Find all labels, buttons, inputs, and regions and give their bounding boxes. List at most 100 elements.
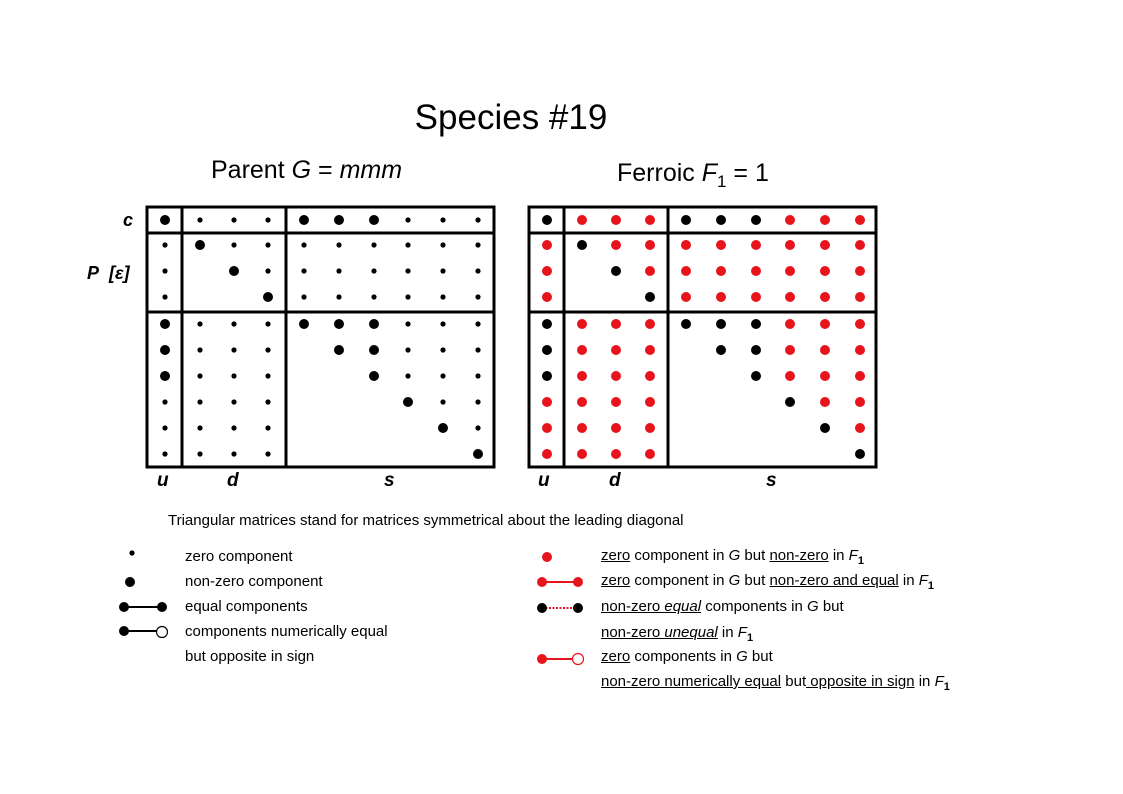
ferroic-component-dot bbox=[751, 215, 761, 225]
parent-component-dot bbox=[301, 268, 307, 274]
parent-component-dot bbox=[369, 215, 379, 225]
ferroic-component-dot bbox=[611, 371, 621, 381]
parent-component-dot bbox=[231, 242, 237, 248]
parent-component-dot bbox=[231, 321, 237, 327]
ferroic-component-dot bbox=[716, 292, 726, 302]
legend-zero-text: zero component bbox=[185, 548, 293, 565]
ferroic-component-dot bbox=[645, 266, 655, 276]
parent-component-dot bbox=[162, 425, 168, 431]
ferroic-matrix bbox=[527, 205, 878, 469]
legend-red-opposite-text-1: zero components in G but bbox=[601, 648, 773, 665]
parent-component-dot bbox=[475, 217, 481, 223]
legend-red-equal-text: zero component in G but non-zero and equ… bbox=[601, 572, 935, 592]
parent-component-dot bbox=[265, 242, 271, 248]
parent-component-dot bbox=[475, 425, 481, 431]
ferroic-component-dot bbox=[855, 423, 865, 433]
parent-component-dot bbox=[265, 268, 271, 274]
ferroic-component-dot bbox=[855, 215, 865, 225]
parent-component-dot bbox=[440, 399, 446, 405]
ferroic-component-dot bbox=[716, 319, 726, 329]
ferroic-eq: = 1 bbox=[726, 159, 769, 187]
parent-component-dot bbox=[197, 425, 203, 431]
parent-component-dot bbox=[369, 319, 379, 329]
parent-prefix: Parent bbox=[211, 156, 292, 184]
parent-component-dot bbox=[475, 268, 481, 274]
parent-component-dot bbox=[334, 319, 344, 329]
parent-component-dot bbox=[371, 268, 377, 274]
col-label-u-parent: u bbox=[157, 470, 169, 491]
row-label-eps: [ε] bbox=[109, 263, 130, 283]
parent-component-dot bbox=[231, 347, 237, 353]
legend-equal-text: equal components bbox=[185, 598, 308, 615]
ferroic-component-dot bbox=[820, 423, 830, 433]
ferroic-component-dot bbox=[855, 240, 865, 250]
ferroic-component-dot bbox=[611, 449, 621, 459]
col-label-s-parent: s bbox=[384, 470, 395, 491]
parent-component-dot bbox=[231, 217, 237, 223]
parent-component-dot bbox=[440, 321, 446, 327]
ferroic-component-dot bbox=[820, 371, 830, 381]
parent-component-dot bbox=[231, 373, 237, 379]
row-label-p-symbol: P bbox=[87, 263, 100, 283]
parent-component-dot bbox=[160, 345, 170, 355]
ferroic-component-dot bbox=[645, 423, 655, 433]
ferroic-component-dot bbox=[855, 292, 865, 302]
ferroic-component-dot bbox=[855, 371, 865, 381]
ferroic-component-dot bbox=[577, 449, 587, 459]
parent-component-dot bbox=[197, 321, 203, 327]
parent-component-dot bbox=[440, 268, 446, 274]
ferroic-component-dot bbox=[751, 345, 761, 355]
parent-component-dot bbox=[160, 319, 170, 329]
parent-component-dot bbox=[231, 451, 237, 457]
parent-matrix bbox=[145, 205, 496, 469]
ferroic-component-dot bbox=[785, 319, 795, 329]
parent-component-dot bbox=[405, 217, 411, 223]
row-label-p: P [ε] bbox=[87, 263, 130, 284]
parent-component-dot bbox=[440, 242, 446, 248]
legend-equal-link-icon bbox=[119, 602, 167, 612]
parent-component-dot bbox=[405, 347, 411, 353]
parent-component-dot bbox=[336, 242, 342, 248]
ferroic-component-dot bbox=[577, 319, 587, 329]
ferroic-component-dot bbox=[681, 292, 691, 302]
legend-red-unequal-link-icon bbox=[537, 603, 583, 613]
legend-large-dot-icon bbox=[125, 577, 135, 587]
parent-component-dot bbox=[336, 294, 342, 300]
ferroic-matrix-frame bbox=[527, 205, 878, 469]
ferroic-component-dot bbox=[611, 345, 621, 355]
parent-component-dot bbox=[301, 242, 307, 248]
parent-component-dot bbox=[265, 347, 271, 353]
ferroic-component-dot bbox=[645, 449, 655, 459]
parent-component-dot bbox=[265, 451, 271, 457]
ferroic-component-dot bbox=[855, 319, 865, 329]
ferroic-component-dot bbox=[681, 266, 691, 276]
ferroic-prefix: Ferroic bbox=[617, 159, 702, 187]
ferroic-component-dot bbox=[577, 423, 587, 433]
ferroic-component-dot bbox=[820, 266, 830, 276]
ferroic-component-dot bbox=[645, 292, 655, 302]
parent-component-dot bbox=[160, 371, 170, 381]
ferroic-component-dot bbox=[751, 266, 761, 276]
parent-component-dot bbox=[438, 423, 448, 433]
ferroic-component-dot bbox=[751, 319, 761, 329]
legend-small-dot-icon bbox=[129, 550, 135, 556]
parent-component-dot bbox=[231, 399, 237, 405]
ferroic-group-title: Ferroic F1 = 1 bbox=[617, 159, 769, 192]
ferroic-component-dot bbox=[645, 371, 655, 381]
parent-component-dot bbox=[197, 373, 203, 379]
parent-component-dot bbox=[265, 399, 271, 405]
ferroic-component-dot bbox=[645, 240, 655, 250]
parent-component-dot bbox=[195, 240, 205, 250]
parent-component-dot bbox=[160, 215, 170, 225]
ferroic-component-dot bbox=[716, 345, 726, 355]
ferroic-component-dot bbox=[611, 397, 621, 407]
ferroic-component-dot bbox=[751, 240, 761, 250]
ferroic-component-dot bbox=[820, 345, 830, 355]
ferroic-component-dot bbox=[542, 292, 552, 302]
ferroic-component-dot bbox=[577, 371, 587, 381]
parent-component-dot bbox=[440, 347, 446, 353]
page-title: Species #19 bbox=[414, 98, 608, 137]
ferroic-component-dot bbox=[681, 240, 691, 250]
parent-component-dot bbox=[197, 217, 203, 223]
ferroic-component-dot bbox=[751, 371, 761, 381]
